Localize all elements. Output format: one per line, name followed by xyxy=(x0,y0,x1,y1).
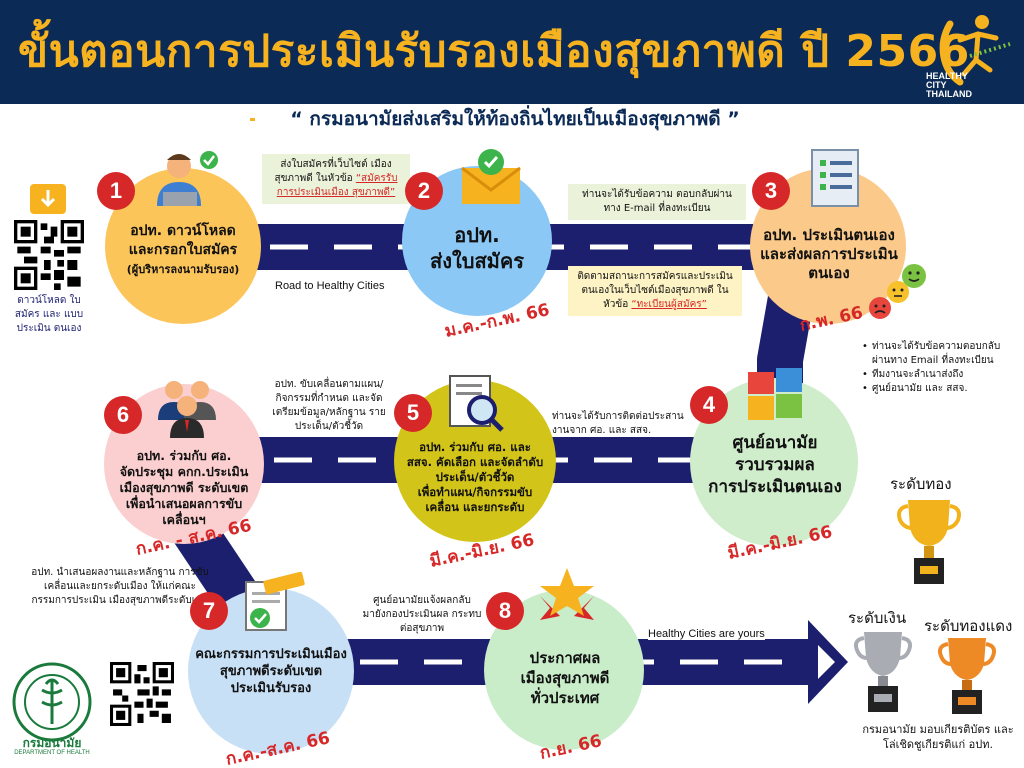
bronze-trophy-icon xyxy=(937,638,997,714)
email-icon xyxy=(461,149,521,204)
award-caption: กรมอนามัย มอบเกียรติบัตร และโล่เชิดชูเกี… xyxy=(862,723,1014,751)
note-step2-3: ท่านจะได้รับข้อความ ตอบกลับผ่านทาง E-mai… xyxy=(568,184,746,220)
road-arrow-white xyxy=(818,645,835,679)
gold-trophy-icon xyxy=(897,500,961,584)
step-8-number: 8 xyxy=(486,592,524,630)
note-step5-6: อปท. ขับเคลื่อนตามแผน/ กิจกรรมที่กำหนด แ… xyxy=(272,379,386,432)
team-people-icon xyxy=(158,381,216,438)
road-label-end: Healthy Cities are yours xyxy=(648,628,765,640)
step-3-text: อปท. ประเมินตนเอง และส่งผลการประเมิน ตนเ… xyxy=(760,226,898,282)
logo-text: HEALTHY CITY THAILAND xyxy=(926,71,972,99)
puzzle-icon xyxy=(748,368,802,420)
document-magnifier-icon xyxy=(449,375,504,432)
page-title: ขั้นตอนการประเมินรับรองเมืองสุขภาพดี ปี … xyxy=(18,26,970,77)
apply-link[interactable]: “สมัครรับการประเมินเมือง สุขภาพดี” xyxy=(276,173,398,198)
silver-label: ระดับเงิน xyxy=(848,609,907,627)
step-6-text: อปท. ร่วมกับ ศอ. จัดประชุม คกก.ประเมิน เ… xyxy=(119,448,249,527)
step-1-number: 1 xyxy=(97,172,135,210)
header-bar xyxy=(0,0,1024,104)
registry-link[interactable]: “ทะเบียนผู้สมัคร” xyxy=(631,299,707,310)
step-7-number: 7 xyxy=(190,592,228,630)
ministry-seal-logo xyxy=(12,662,92,742)
gold-label: ระดับทอง xyxy=(890,475,952,493)
step-6-number: 6 xyxy=(104,396,142,434)
ministry-name: กรมอนามัย xyxy=(22,736,82,750)
note-step7-8: ศูนย์อนามัยแจ้งผลกลับ มายังกองประเมินผล … xyxy=(362,595,482,634)
step-2-text: อปท. ส่งใบสมัคร xyxy=(430,223,524,273)
slogan: “ กรมอนามัยส่งเสริมให้ท้องถิ่นไทยเป็นเมื… xyxy=(255,104,775,130)
step-4-text: ศูนย์อนามัย รวบรวมผล การประเมินตนเอง xyxy=(708,433,842,497)
note-step1-2: ส่งใบสมัครที่เว็บไซต์ เมืองสุขภาพดี ในหั… xyxy=(262,154,410,204)
note-step3-bullets: ท่านจะได้รับข้อความตอบกลับ ผ่านทาง Email… xyxy=(862,340,1018,396)
approved-document-icon xyxy=(245,572,305,631)
step-5-text: อปท. ร่วมกับ ศอ. และ สสจ. คัดเลือก และจั… xyxy=(406,440,544,514)
person-laptop-icon xyxy=(157,151,218,206)
note-step6-7: อปท. นำเสนอผลงานและหลักฐาน การขับเคลื่อน… xyxy=(31,567,209,606)
step-4-number: 4 xyxy=(690,386,728,424)
star-ribbon-icon xyxy=(540,568,594,620)
ministry-qr-code[interactable] xyxy=(110,662,174,726)
healthy-city-logo xyxy=(939,15,1011,86)
silver-trophy-icon xyxy=(853,632,913,712)
download-qr-code[interactable] xyxy=(14,220,84,290)
bronze-label: ระดับทองแดง xyxy=(924,617,1013,635)
checklist-icon xyxy=(811,149,859,207)
download-icon[interactable] xyxy=(28,180,70,218)
step-2-number: 2 xyxy=(405,172,443,210)
step-5-number: 5 xyxy=(394,394,432,432)
step-8-text: ประกาศผล เมืองสุขภาพดี ทั่วประเทศ xyxy=(520,649,610,707)
road-label-start: Road to Healthy Cities xyxy=(275,280,385,292)
emoji-faces-icon xyxy=(869,264,926,319)
ministry-sub: DEPARTMENT OF HEALTH xyxy=(14,750,90,756)
step-7-text: คณะกรรมการประเมินเมือง สุขภาพดีระดับเขต … xyxy=(195,647,347,696)
step-1-text: อปท. ดาวน์โหลด และกรอกใบสมัคร (ผู้บริหาร… xyxy=(126,223,240,276)
step-3-number: 3 xyxy=(752,172,790,210)
download-label: ดาวน์โหลด ใบสมัคร และ แบบประเมิน ตนเอง xyxy=(14,295,84,334)
note-step4-5: ท่านจะได้รับการติดต่อประสาน งานจาก ศอ. แ… xyxy=(552,411,684,436)
note-step2-3-status: ติดตามสถานะการสมัครและประเมิน ตนเองในเว็… xyxy=(568,266,742,316)
